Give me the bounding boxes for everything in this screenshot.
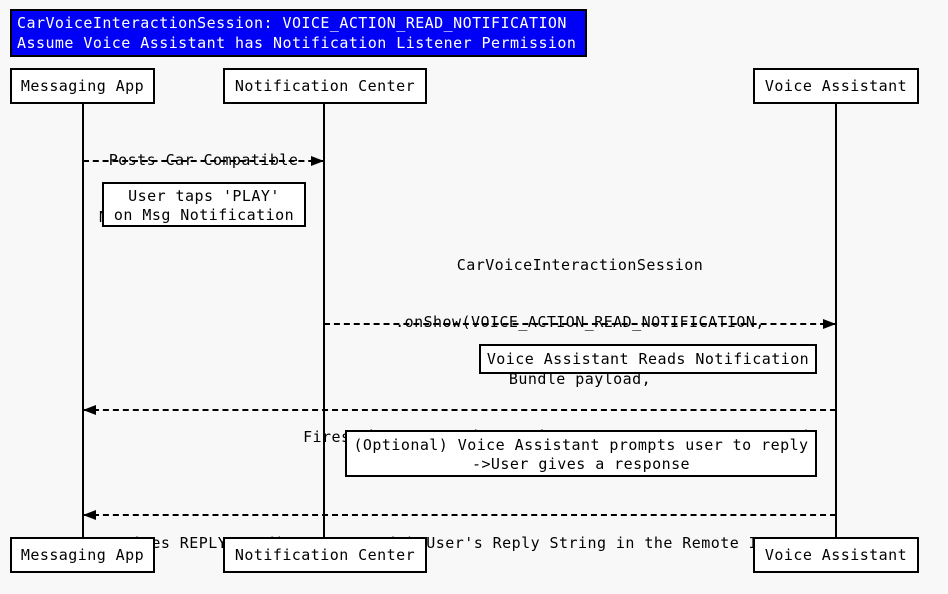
- participant-label: Notification Center: [234, 546, 416, 564]
- note-line: (Optional) Voice Assistant prompts user …: [353, 436, 809, 454]
- arrow-head-left: [83, 510, 96, 520]
- lifeline-messaging-app: [82, 104, 84, 538]
- dashed-line: [83, 160, 324, 162]
- lifeline-notification-center: [323, 104, 325, 538]
- participant-label: Notification Center: [234, 77, 416, 95]
- title-line-2: Assume Voice Assistant has Notification …: [17, 34, 577, 52]
- note-line: on Msg Notification: [113, 206, 295, 224]
- participant-top-notification-center: Notification Center: [223, 68, 427, 104]
- message-line: CarVoiceInteractionSession: [456, 256, 704, 274]
- message-arrow-reply-intent: [83, 510, 836, 520]
- arrow-head-left: [83, 405, 96, 415]
- note-user-taps-play: User taps 'PLAY' on Msg Notification: [102, 182, 306, 227]
- participant-label: Messaging App: [20, 77, 145, 95]
- arrow-head-right: [311, 156, 324, 166]
- dashed-line: [83, 514, 836, 516]
- lifeline-voice-assistant: [835, 104, 837, 538]
- participant-label: Messaging App: [20, 546, 145, 564]
- message-arrow-posts-notification: [83, 156, 324, 166]
- note-line: User taps 'PLAY': [128, 187, 280, 205]
- dashed-line: [324, 323, 836, 325]
- message-line: Bundle payload,: [508, 370, 652, 388]
- message-arrow-mark-as-read: [83, 405, 836, 415]
- diagram-title-note: CarVoiceInteractionSession: VOICE_ACTION…: [10, 9, 587, 57]
- message-line: .onShow(VOICE_ACTION_READ_NOTIFICATION,: [395, 313, 765, 331]
- participant-label: Voice Assistant: [764, 546, 908, 564]
- participant-top-voice-assistant: Voice Assistant: [753, 68, 919, 104]
- message-arrow-onshow: [324, 319, 836, 329]
- note-va-reads-notification: Voice Assistant Reads Notification: [479, 344, 817, 374]
- participant-bottom-messaging-app: Messaging App: [10, 537, 155, 573]
- participant-bottom-notification-center: Notification Center: [223, 537, 427, 573]
- message-line: Fires REPLY Pending Intent with User's R…: [122, 534, 797, 552]
- participant-label: Voice Assistant: [764, 77, 908, 95]
- note-line: ->User gives a response: [471, 455, 691, 473]
- participant-top-messaging-app: Messaging App: [10, 68, 155, 104]
- note-optional-reply: (Optional) Voice Assistant prompts user …: [345, 430, 817, 477]
- participant-bottom-voice-assistant: Voice Assistant: [753, 537, 919, 573]
- arrow-head-right: [823, 319, 836, 329]
- dashed-line: [83, 409, 836, 411]
- note-line: Voice Assistant Reads Notification: [486, 350, 810, 368]
- title-line-1: CarVoiceInteractionSession: VOICE_ACTION…: [17, 14, 567, 32]
